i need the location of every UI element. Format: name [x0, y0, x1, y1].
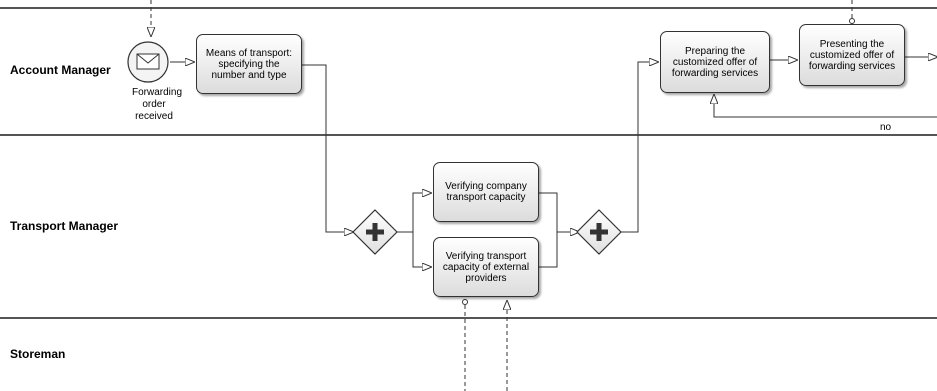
flow-company-to-join	[539, 192, 579, 232]
flow-means-to-split	[302, 64, 353, 232]
task-verify-external-capacity[interactable]: Verifying transport capacity of external…	[433, 237, 539, 297]
task-means-of-transport[interactable]: Means of transport: specifying the numbe…	[196, 34, 302, 94]
lane-label-transport-manager: Transport Manager	[10, 219, 119, 233]
plus-icon	[590, 223, 608, 241]
flow-external-to-join	[539, 232, 558, 268]
message-flow-out-dot	[462, 299, 468, 305]
parallel-split-gateway[interactable]	[352, 209, 398, 255]
flow-split-to-external	[412, 232, 431, 267]
flow-label-no: no	[880, 122, 892, 133]
lane-label-storeman: Storeman	[10, 347, 66, 361]
start-event[interactable]	[127, 41, 169, 83]
flow-no-loop	[714, 95, 937, 118]
task-presenting-offer[interactable]: Presenting the customized offer of forwa…	[799, 24, 905, 86]
lane-label-account-manager: Account Manager	[10, 63, 111, 77]
parallel-join-gateway[interactable]	[576, 209, 622, 255]
task-verify-company-capacity[interactable]: Verifying company transport capacity	[433, 162, 539, 222]
plus-icon	[366, 223, 384, 241]
message-flow-start-dot	[849, 18, 855, 24]
flow-join-to-preparing	[621, 62, 658, 233]
task-preparing-offer[interactable]: Preparing the customized offer of forwar…	[660, 31, 770, 93]
start-event-label: Forwarding order received	[132, 87, 183, 122]
envelope-icon	[136, 53, 160, 70]
flow-split-to-company	[397, 193, 431, 233]
